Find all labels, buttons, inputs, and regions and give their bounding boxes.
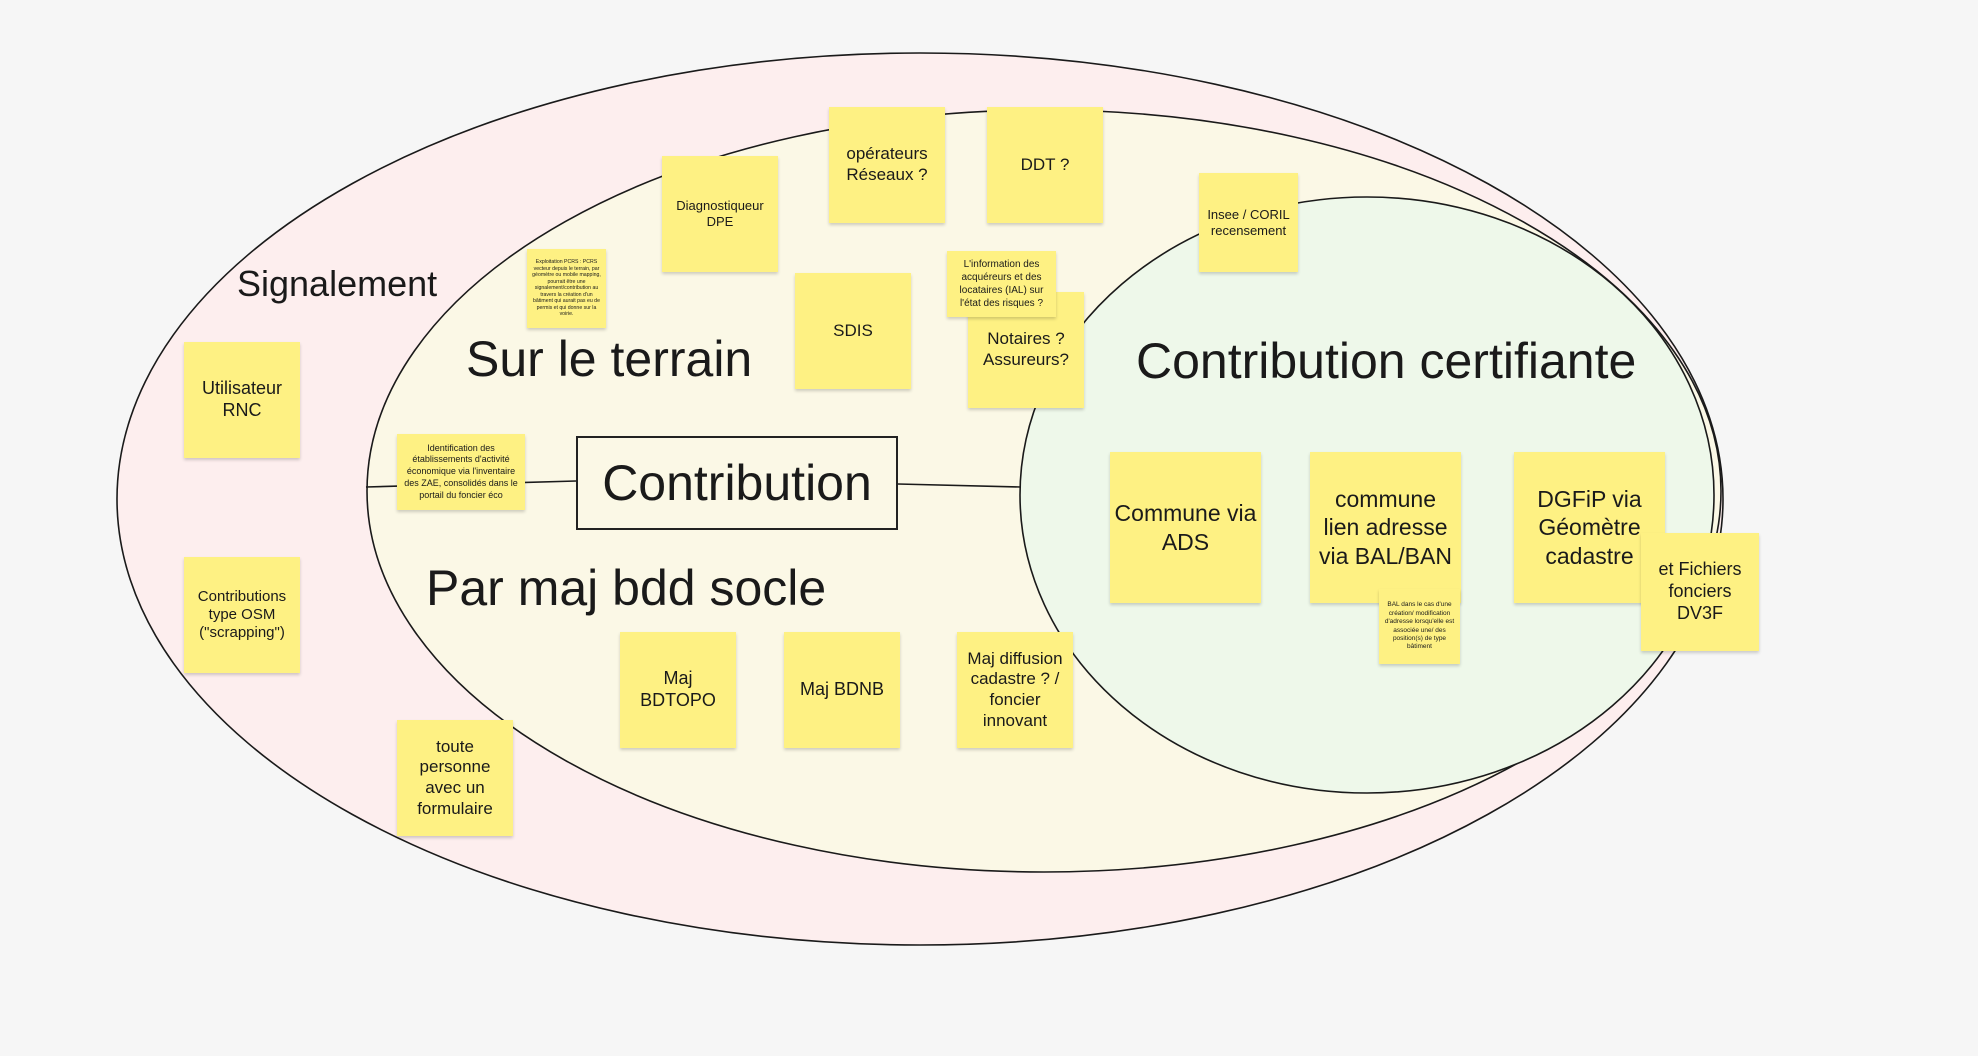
contribution-label: Contribution: [602, 455, 872, 511]
sticky-ddt[interactable]: DDT ?: [987, 107, 1103, 223]
sticky-toute-personne[interactable]: toute personne avec un formulaire: [397, 720, 513, 836]
connector-right: [897, 483, 1022, 488]
sticky-diagnostiqueur-dpe[interactable]: Diagnostiqueur DPE: [662, 156, 778, 272]
sticky-contributions-osm[interactable]: Contributions type OSM ("scrapping"): [184, 557, 300, 673]
contribution-box: Contribution: [576, 436, 898, 530]
sur-le-terrain-label: Sur le terrain: [466, 331, 753, 387]
par-maj-bdd-socle-label: Par maj bdd socle: [426, 560, 827, 616]
sticky-maj-bdnb[interactable]: Maj BDNB: [784, 632, 900, 748]
sticky-sdis[interactable]: SDIS: [795, 273, 911, 389]
sticky-utilisateur-rnc[interactable]: Utilisateur RNC: [184, 342, 300, 458]
sticky-fichiers-fonciers[interactable]: et Fichiers fonciers DV3F: [1641, 533, 1759, 651]
sticky-information-ial[interactable]: L'information des acquéreurs et des loca…: [947, 251, 1056, 317]
sticky-bal-note[interactable]: BAL dans le cas d'une création/ modifica…: [1379, 589, 1460, 664]
sticky-exploitation-pcrs[interactable]: Exploitation PCRS : PCRS vecteur depuis …: [527, 249, 606, 328]
sticky-insee-coril[interactable]: Insee / CORIL recensement: [1199, 173, 1298, 272]
contribution-certifiante-label: Contribution certifiante: [1136, 333, 1637, 389]
sticky-dgfip-geometre[interactable]: DGFiP via Géomètre cadastre: [1514, 452, 1665, 603]
sticky-commune-bal-ban[interactable]: commune lien adresse via BAL/BAN: [1310, 452, 1461, 603]
sticky-maj-diffusion-cadastre[interactable]: Maj diffusion cadastre ? / foncier innov…: [957, 632, 1073, 748]
sticky-identification-zae[interactable]: Identification des établissements d'acti…: [397, 434, 525, 510]
sticky-operateurs-reseaux[interactable]: opérateurs Réseaux ?: [829, 107, 945, 223]
sticky-maj-bdtopo[interactable]: Maj BDTOPO: [620, 632, 736, 748]
signalement-label: Signalement: [237, 263, 438, 304]
sticky-commune-ads[interactable]: Commune via ADS: [1110, 452, 1261, 603]
